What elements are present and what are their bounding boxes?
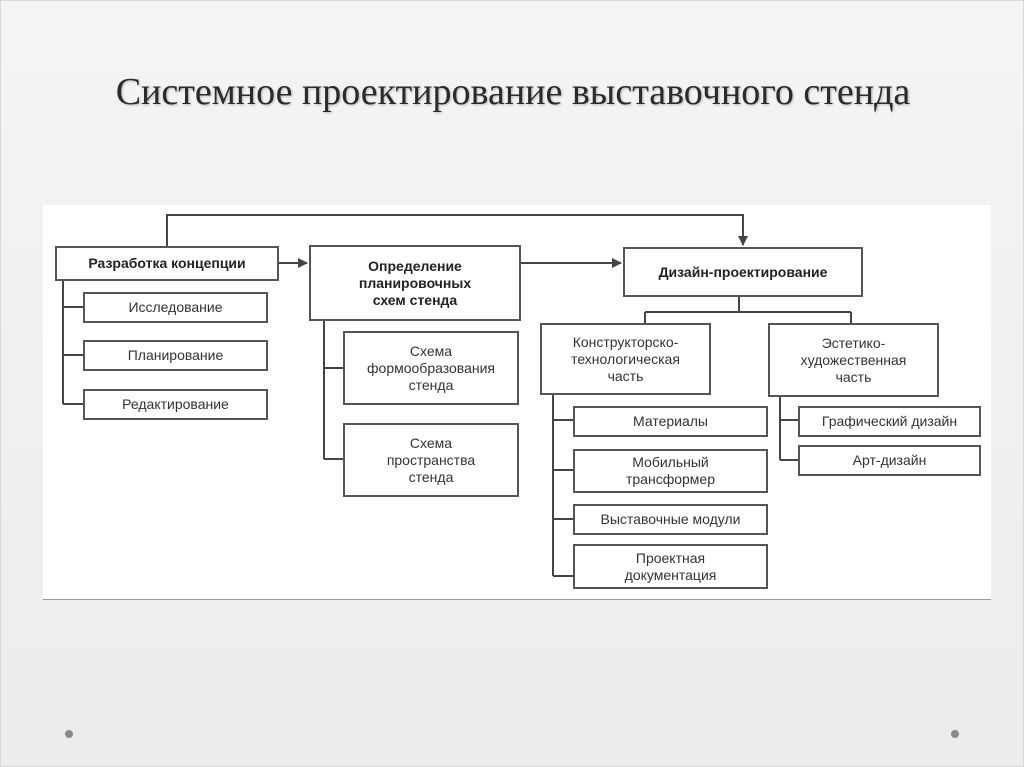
- technical-box: Конструкторско- технологическая часть: [540, 323, 711, 395]
- connector-concept-to-design-top: [166, 214, 748, 247]
- aesthetic-child-graphic-design: Графический дизайн: [798, 406, 981, 437]
- diagram: Разработка концепции Исследование Планир…: [43, 205, 991, 600]
- aesthetic-child-art-design: Арт-дизайн: [798, 445, 981, 476]
- technical-child-exhibition-modules: Выставочные модули: [573, 504, 768, 535]
- design-box: Дизайн-проектирование: [623, 247, 863, 297]
- concept-box: Разработка концепции: [55, 246, 279, 281]
- concept-child-editing: Редактирование: [83, 389, 268, 420]
- concept-child-research: Исследование: [83, 292, 268, 323]
- layout-child-space-scheme: Схема пространства стенда: [343, 423, 519, 497]
- connector-design-split: [644, 297, 852, 323]
- technical-child-mobile-transformer: Мобильный трансформер: [573, 449, 768, 493]
- technical-child-project-docs: Проектная документация: [573, 544, 768, 589]
- slide-title: Системное проектирование выставочного ст…: [115, 71, 911, 113]
- layout-child-form-scheme: Схема формообразования стенда: [343, 331, 519, 405]
- corner-dot-right: [951, 730, 959, 738]
- connector-lines: [62, 214, 852, 577]
- corner-dot-left: [65, 730, 73, 738]
- technical-child-materials: Материалы: [573, 406, 768, 437]
- concept-child-planning: Планирование: [83, 340, 268, 371]
- aesthetic-box: Эстетико- художественная часть: [768, 323, 939, 397]
- layout-box: Определение планировочных схем стенда: [309, 245, 521, 321]
